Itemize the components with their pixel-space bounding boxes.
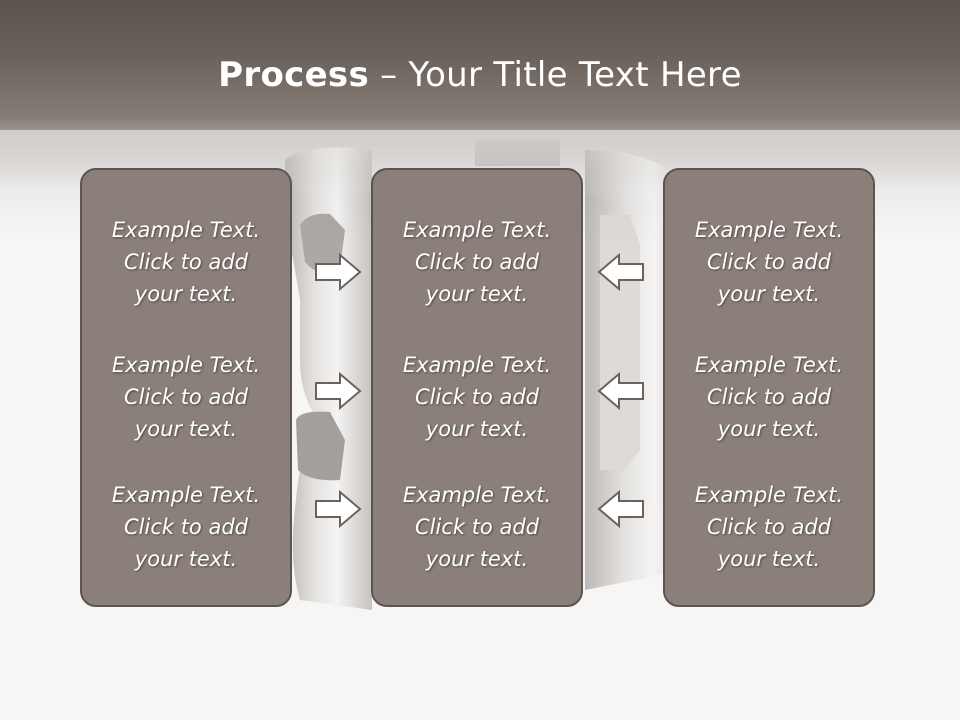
text-line: Click to add (706, 515, 831, 539)
text-line: your text. (425, 282, 529, 306)
slide-title[interactable]: Process – Your Title Text Here (0, 52, 960, 98)
text-line: Click to add (414, 250, 539, 274)
text-line: Click to add (706, 250, 831, 274)
text-line: Click to add (414, 515, 539, 539)
title-separator: – (369, 55, 409, 95)
text-line: Click to add (123, 250, 248, 274)
text-line: your text. (425, 547, 529, 571)
left-arrow-icon[interactable] (597, 489, 645, 529)
text-line: Example Text. (402, 218, 552, 242)
text-line: Example Text. (694, 218, 844, 242)
text-line: Example Text. (694, 353, 844, 377)
text-block[interactable]: Example Text. Click to add your text. (373, 214, 581, 310)
text-line: your text. (717, 547, 821, 571)
text-block[interactable]: Example Text. Click to add your text. (373, 349, 581, 445)
left-arrow-icon[interactable] (597, 252, 645, 292)
left-arrow-icon[interactable] (597, 371, 645, 411)
panel-middle[interactable]: Example Text. Click to add your text. Ex… (371, 168, 583, 607)
text-block[interactable]: Example Text. Click to add your text. (82, 214, 290, 310)
right-arrow-icon[interactable] (314, 489, 362, 529)
panel-left[interactable]: Example Text. Click to add your text. Ex… (80, 168, 292, 607)
text-line: Example Text. (402, 483, 552, 507)
panel-right[interactable]: Example Text. Click to add your text. Ex… (663, 168, 875, 607)
text-line: Click to add (123, 385, 248, 409)
text-block[interactable]: Example Text. Click to add your text. (665, 479, 873, 575)
text-line: Click to add (414, 385, 539, 409)
text-line: your text. (134, 547, 238, 571)
text-block[interactable]: Example Text. Click to add your text. (82, 349, 290, 445)
text-line: Example Text. (111, 218, 261, 242)
title-rest: Your Title Text Here (408, 55, 742, 95)
text-block[interactable]: Example Text. Click to add your text. (665, 214, 873, 310)
right-arrow-icon[interactable] (314, 252, 362, 292)
text-line: Click to add (706, 385, 831, 409)
text-line: your text. (425, 417, 529, 441)
text-line: Example Text. (694, 483, 844, 507)
title-bold: Process (218, 55, 370, 95)
text-line: Click to add (123, 515, 248, 539)
right-arrow-icon[interactable] (314, 371, 362, 411)
text-line: your text. (134, 417, 238, 441)
text-block[interactable]: Example Text. Click to add your text. (373, 479, 581, 575)
text-block[interactable]: Example Text. Click to add your text. (665, 349, 873, 445)
text-line: Example Text. (111, 353, 261, 377)
text-line: your text. (717, 417, 821, 441)
text-block[interactable]: Example Text. Click to add your text. (82, 479, 290, 575)
text-line: Example Text. (402, 353, 552, 377)
text-line: your text. (717, 282, 821, 306)
text-line: Example Text. (111, 483, 261, 507)
text-line: your text. (134, 282, 238, 306)
